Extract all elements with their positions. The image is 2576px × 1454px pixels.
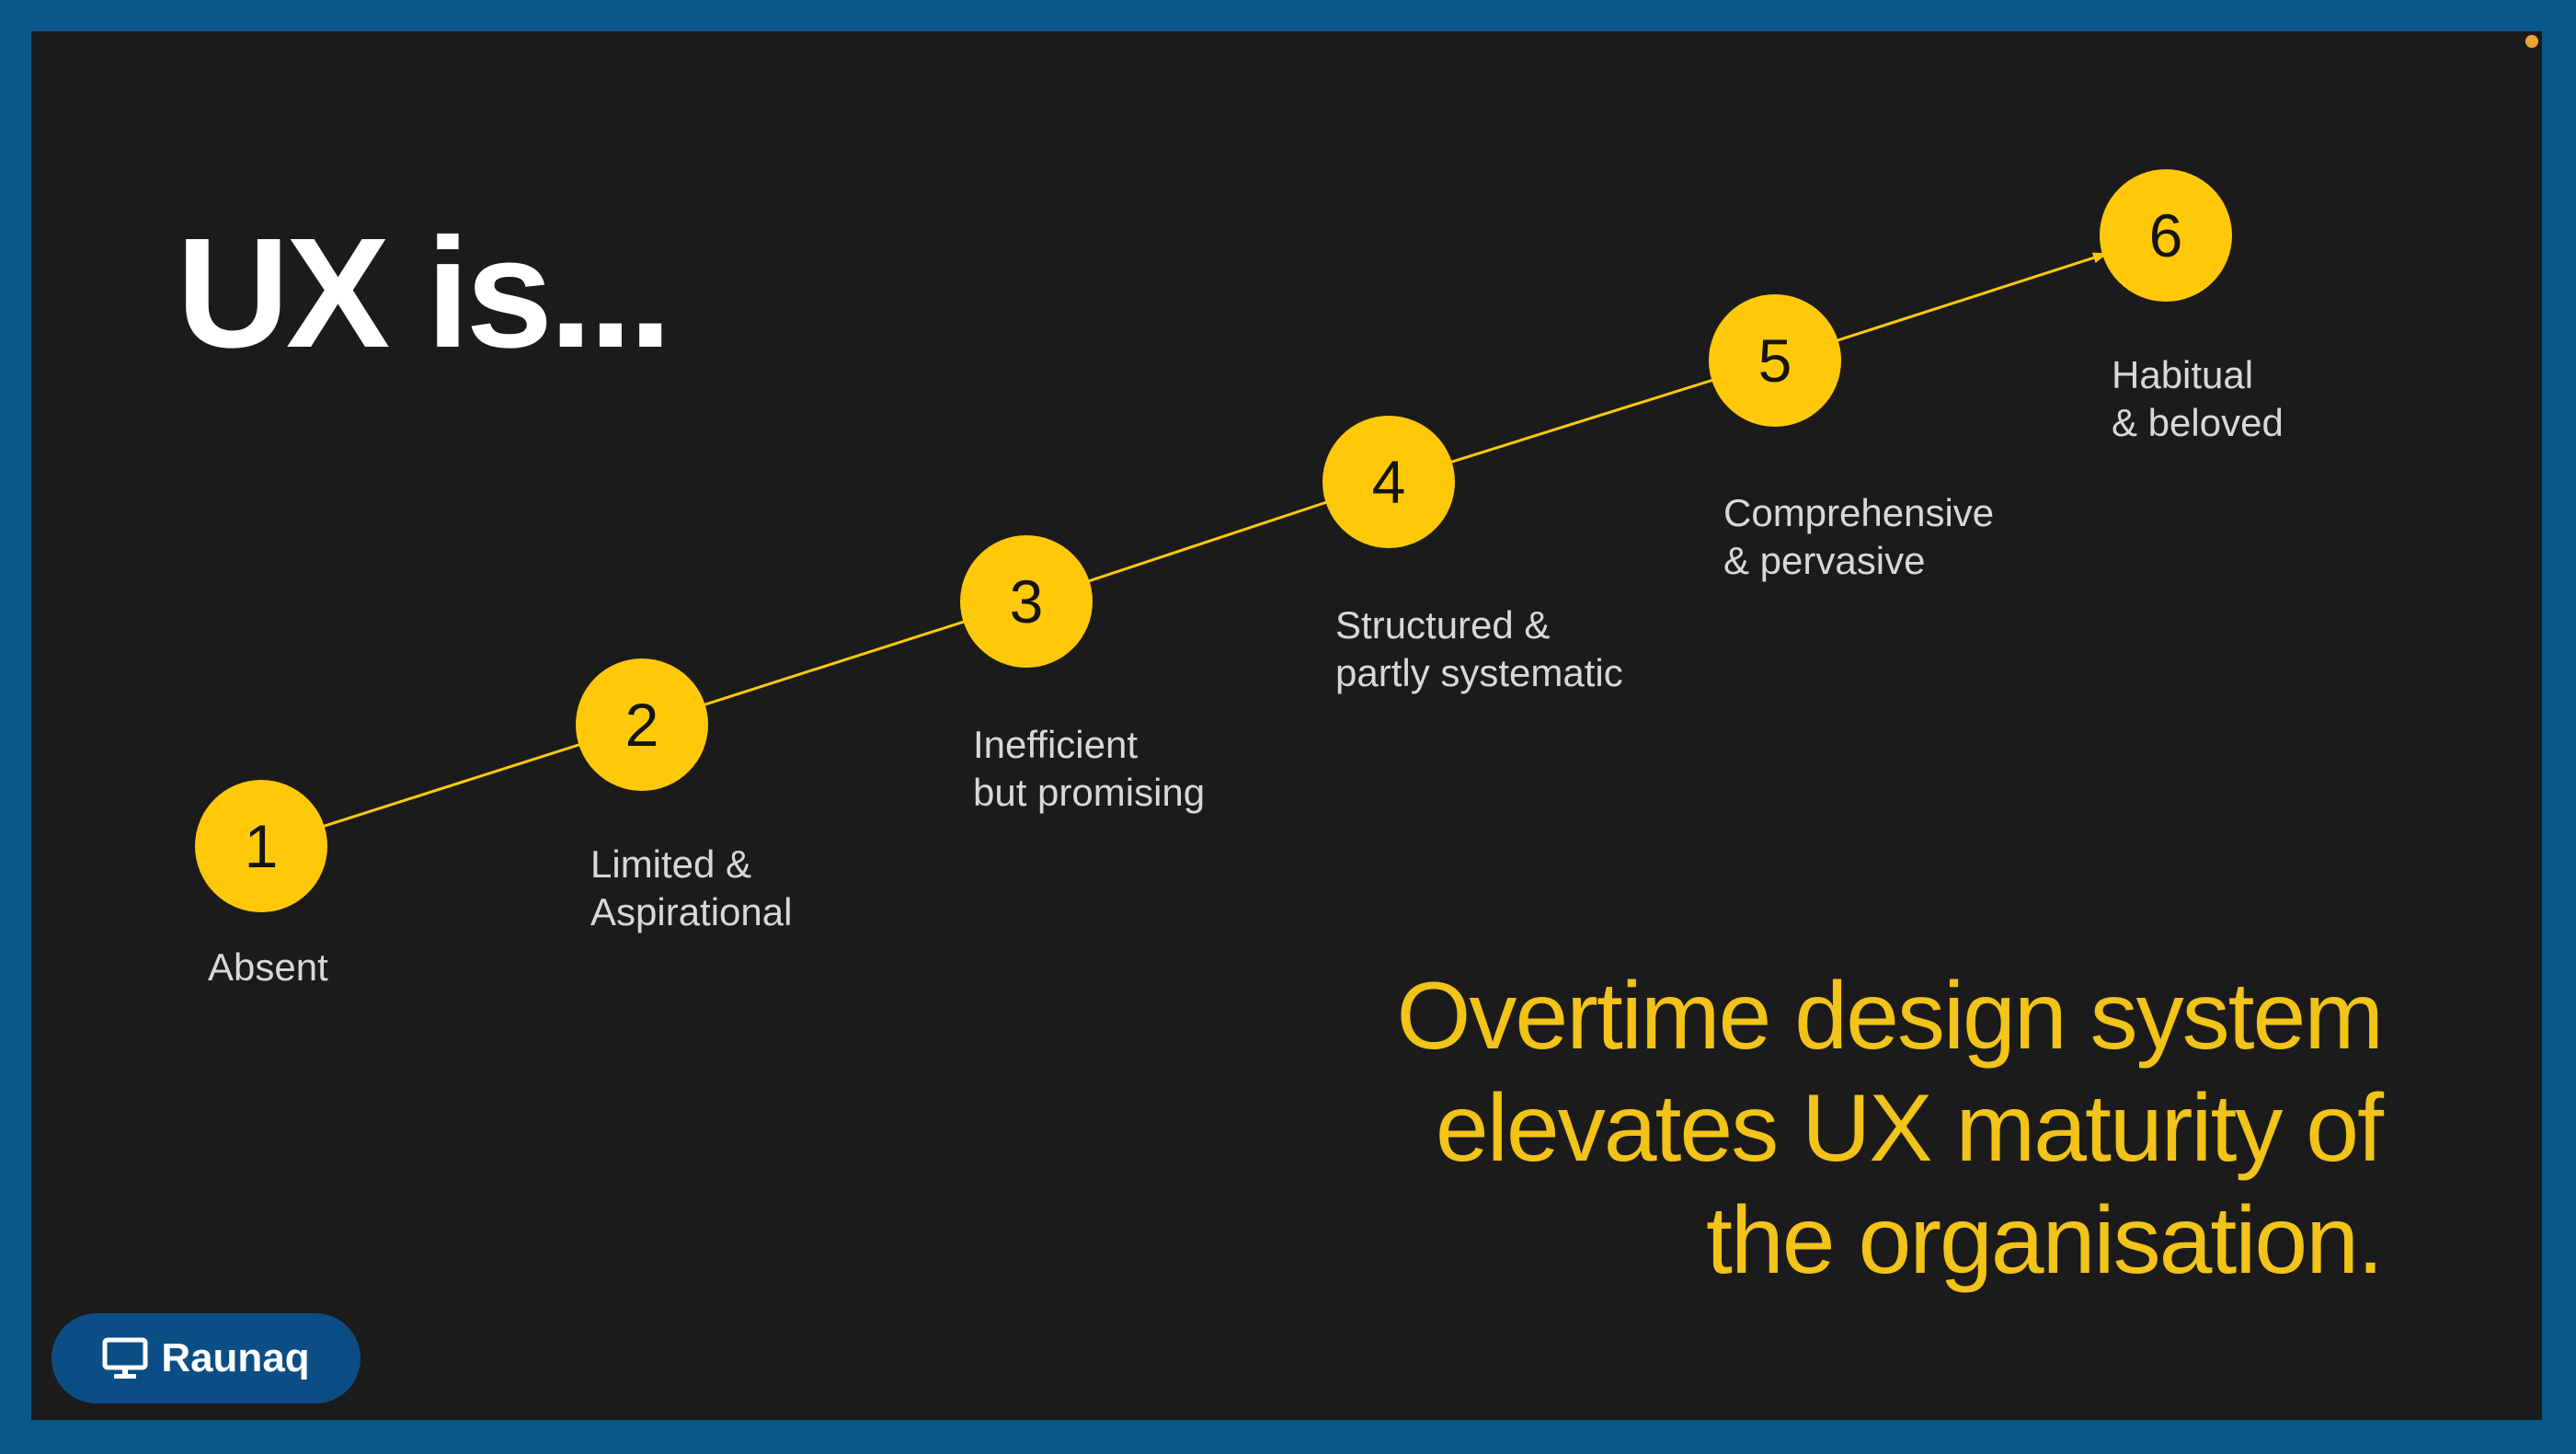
step-3-number: 3 [1009, 567, 1044, 635]
step-5-label-line-1: Comprehensive [1723, 491, 1995, 534]
presentation-slide: UX is... 1 Absent 2 Limited & Aspiration… [31, 31, 2542, 1420]
step-3-label-line-2: but promising [973, 771, 1206, 814]
step-5-number: 5 [1757, 326, 1792, 395]
step-1-number: 1 [244, 812, 279, 880]
slide-title: UX is... [177, 206, 672, 381]
step-6-label: Habitual & beloved [2112, 351, 2284, 447]
step-3-label: Inefficient but promising [973, 721, 1205, 817]
step-1-label-line-1: Absent [208, 945, 328, 989]
step-3-circle: 3 [960, 535, 1093, 668]
step-6-label-line-2: & beloved [2112, 401, 2284, 444]
step-5-label: Comprehensive & pervasive [1723, 489, 1994, 585]
step-4-label-line-1: Structured & [1335, 603, 1551, 647]
tagline-line-3: the organisation. [1706, 1187, 2384, 1294]
step-6-label-line-1: Habitual [2112, 353, 2254, 396]
step-3-label-line-1: Inefficient [973, 723, 1139, 766]
step-4-label: Structured & partly systematic [1335, 601, 1623, 697]
step-4-label-line-2: partly systematic [1335, 651, 1623, 694]
tagline-line-1: Overtime design system [1396, 963, 2384, 1070]
step-4-number: 4 [1371, 448, 1406, 516]
presenter-name: Raunaq [161, 1335, 310, 1380]
step-6-number: 6 [2148, 201, 2183, 269]
step-2-circle: 2 [576, 658, 708, 791]
step-2-label-line-1: Limited & [590, 842, 752, 886]
step-2-label-line-2: Aspirational [590, 890, 793, 933]
step-2-number: 2 [624, 691, 659, 759]
presenter-badge[interactable]: Raunaq [52, 1313, 361, 1403]
step-5-circle: 5 [1709, 294, 1841, 427]
tagline-line-2: elevates UX maturity of [1435, 1075, 2384, 1182]
slide-tagline: Overtime design system elevates UX matur… [1396, 960, 2384, 1297]
step-4-circle: 4 [1322, 416, 1455, 548]
step-5-label-line-2: & pervasive [1723, 539, 1926, 582]
step-6-circle: 6 [2100, 169, 2232, 302]
step-1-label: Absent [208, 944, 328, 991]
step-1-circle: 1 [195, 780, 327, 912]
screen-share-icon [102, 1337, 148, 1379]
corner-indicator [2525, 35, 2538, 48]
step-2-label: Limited & Aspirational [590, 841, 792, 936]
